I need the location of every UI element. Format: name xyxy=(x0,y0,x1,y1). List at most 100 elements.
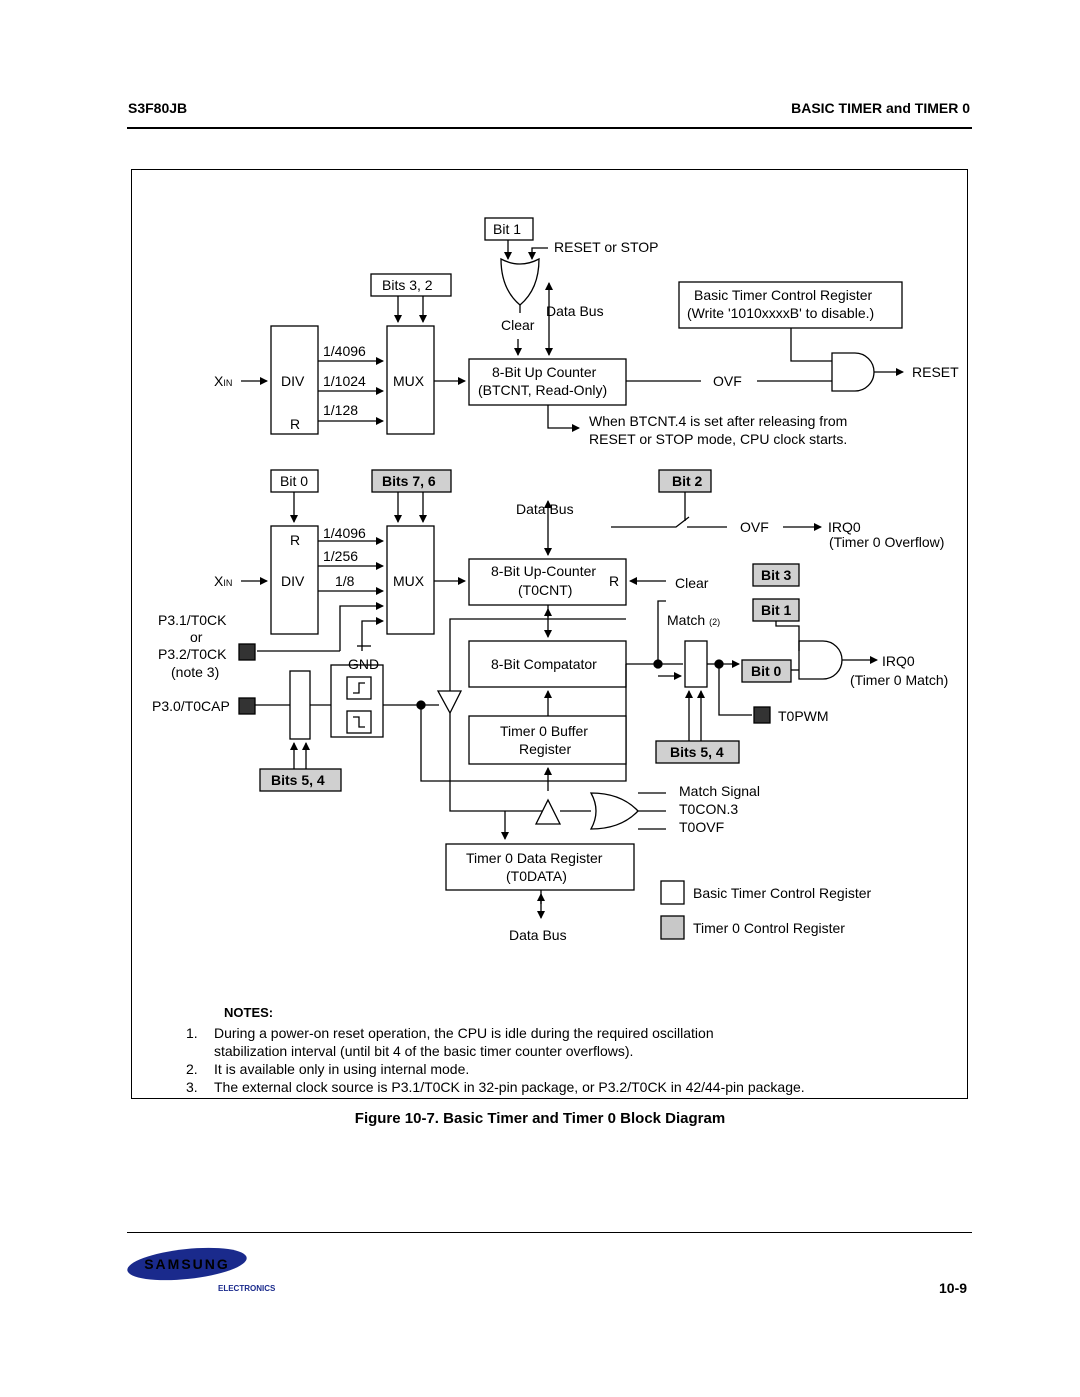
timer0-match-label: (Timer 0 Match) xyxy=(850,672,948,688)
f256-label: 1/256 xyxy=(323,548,358,564)
load-buffer xyxy=(534,798,562,825)
data-bus-top-label: Data Bus xyxy=(546,303,604,319)
mux-top-label: MUX xyxy=(393,373,425,389)
bits54-right-box xyxy=(655,740,740,764)
figure-frame: Bit 1 RESET or STOP Bits 3, 2 Data Bus C… xyxy=(131,169,968,1099)
btcnt-line2: (BTCNT, Read-Only) xyxy=(478,382,607,398)
footer-rule xyxy=(127,1232,972,1233)
counter-r-label: R xyxy=(609,573,619,589)
and-gate-reset xyxy=(831,352,875,392)
comparator-box xyxy=(468,640,627,688)
f4096b-label: 1/4096 xyxy=(323,525,366,541)
xin-top-label: XIN xyxy=(214,373,232,389)
bit1-right-label: Bit 1 xyxy=(761,602,792,618)
btcnt-box xyxy=(468,358,627,406)
samsung-logo: SAMSUNG xyxy=(127,1247,247,1281)
t0data-line1: Timer 0 Data Register xyxy=(466,850,603,866)
mux-bot-box xyxy=(386,525,435,635)
btcon-line1: Basic Timer Control Register xyxy=(694,287,873,303)
buffer-line2: Register xyxy=(519,741,571,757)
t0pwm-label: T0PWM xyxy=(778,708,829,724)
buffer-box xyxy=(468,715,627,765)
div-top-box xyxy=(270,325,319,435)
btcon-box xyxy=(678,281,903,329)
note-2: 2.It is available only in using internal… xyxy=(186,1061,470,1077)
or-label: or xyxy=(190,629,203,645)
notes-title: NOTES: xyxy=(224,1005,274,1020)
p31-label: P3.1/T0CK xyxy=(158,612,227,628)
div-top-label: DIV xyxy=(281,373,305,389)
or-gate-top xyxy=(500,257,540,306)
match-mux xyxy=(684,640,708,688)
f128-label: 1/128 xyxy=(323,402,358,418)
note-1-cont: stabilization interval (until bit 4 of t… xyxy=(214,1043,634,1059)
t0con3-label: T0CON.3 xyxy=(679,801,738,817)
t0data-line2: (T0DATA) xyxy=(506,868,567,884)
p32-pin xyxy=(238,643,256,661)
legend-swatch-timer0 xyxy=(660,915,685,940)
bit0-right-box xyxy=(741,659,792,683)
data-bus-bot-label: Data Bus xyxy=(509,927,567,943)
bits32-box xyxy=(370,273,452,297)
bits54-left-label: Bits 5, 4 xyxy=(271,772,325,788)
f4096a-label: 1/4096 xyxy=(323,343,366,359)
r-bot-label: R xyxy=(290,532,300,548)
t0cnt-box xyxy=(468,558,627,606)
t0ovf-label: T0OVF xyxy=(679,819,724,835)
bit0-right-label: Bit 0 xyxy=(751,663,782,679)
xin-bot-label: XIN xyxy=(214,573,232,589)
figure-caption: Figure 10-7. Basic Timer and Timer 0 Blo… xyxy=(354,1110,726,1127)
data-bus-mid-label: Data Bus xyxy=(516,501,574,517)
page-number: 10-9 xyxy=(939,1280,968,1296)
irq0-match-label: IRQ0 xyxy=(882,653,915,669)
capture-buffer xyxy=(436,690,463,715)
p30-pin xyxy=(238,697,256,715)
gnd-label: GND xyxy=(348,656,379,672)
ovf-top-label: OVF xyxy=(713,373,742,389)
bit3-box xyxy=(752,563,800,587)
btcnt-line1: 8-Bit Up Counter xyxy=(492,364,597,380)
note-3: 3.The external clock source is P3.1/T0CK… xyxy=(186,1079,805,1095)
when-btcnt-1: When BTCNT.4 is set after releasing from xyxy=(589,413,847,429)
r-top-label: R xyxy=(290,416,300,432)
clear-bot-label: Clear xyxy=(675,575,709,591)
t0cnt-line1: 8-Bit Up-Counter xyxy=(491,563,596,579)
buffer-line1: Timer 0 Buffer xyxy=(500,723,588,739)
div-bot-label: DIV xyxy=(281,573,305,589)
timer0-overflow-label: (Timer 0 Overflow) xyxy=(829,534,944,550)
mux-top-box xyxy=(386,325,435,435)
legend-basic-label: Basic Timer Control Register xyxy=(693,885,872,901)
header-section-title: BASIC TIMER and TIMER 0 xyxy=(791,100,970,116)
irq0-overflow-label: IRQ0 xyxy=(828,519,861,535)
cap-mux xyxy=(289,670,311,740)
legend-timer0-label: Timer 0 Control Register xyxy=(693,920,845,936)
clear-top-label: Clear xyxy=(501,317,535,333)
bits54-right-label: Bits 5, 4 xyxy=(670,744,724,760)
comparator-label: 8-Bit Compatator xyxy=(491,656,597,672)
legend-swatch-basic xyxy=(660,880,685,905)
match-signal-label: Match Signal xyxy=(679,783,760,799)
electronics-label: ELECTRONICS xyxy=(218,1284,276,1293)
btcon-line2: (Write '1010xxxxB' to disable.) xyxy=(687,305,874,321)
p30-label: P3.0/T0CAP xyxy=(152,698,230,714)
f1024-label: 1/1024 xyxy=(323,373,366,389)
when-btcnt-2: RESET or STOP mode, CPU clock starts. xyxy=(589,431,847,447)
reset-out-label: RESET xyxy=(912,364,959,380)
or-gate-bottom xyxy=(589,792,639,830)
header-doc-id: S3F80JB xyxy=(128,100,188,116)
bit1-top-box xyxy=(484,217,534,241)
reset-stop-label: RESET or STOP xyxy=(554,239,659,255)
bit3-label: Bit 3 xyxy=(761,567,792,583)
t0data-box xyxy=(445,843,635,891)
block-diagram: Bit 1 RESET or STOP Bits 3, 2 Data Bus C… xyxy=(152,217,959,943)
notes: NOTES: 1.During a power-on reset operati… xyxy=(186,1004,805,1096)
t0cnt-line2: (T0CNT) xyxy=(518,582,572,598)
bit0-left-label: Bit 0 xyxy=(280,473,308,489)
note-1: 1.During a power-on reset operation, the… xyxy=(186,1025,714,1041)
bits32-label: Bits 3, 2 xyxy=(382,277,433,293)
bits76-label: Bits 7, 6 xyxy=(382,473,436,489)
t0pwm-pin xyxy=(753,706,771,724)
ovf-mid-label: OVF xyxy=(740,519,769,535)
bit2-label: Bit 2 xyxy=(672,473,703,489)
div-bot-box xyxy=(270,525,319,635)
